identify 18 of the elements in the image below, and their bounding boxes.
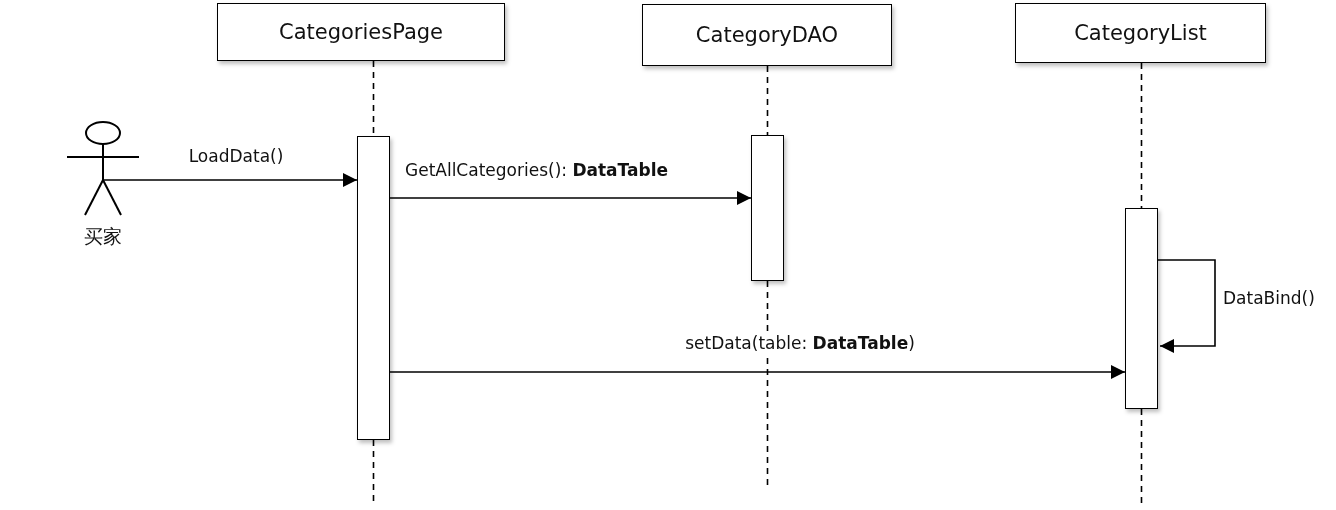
activation-bar bbox=[357, 136, 390, 440]
message-label: DataBind() bbox=[1221, 288, 1317, 308]
lifeline bbox=[372, 439, 375, 504]
message-label: GetAllCategories(): DataTable bbox=[403, 160, 670, 180]
lifeline-header-box: CategoriesPage bbox=[217, 3, 505, 61]
lifeline bbox=[766, 65, 769, 136]
lifeline bbox=[1140, 62, 1143, 209]
self-message-arrow bbox=[1157, 259, 1216, 353]
lifeline bbox=[1140, 408, 1143, 504]
activation-bar bbox=[751, 135, 784, 281]
message-arrow bbox=[389, 191, 752, 205]
message-label: setData(table: DataTable) bbox=[683, 333, 917, 353]
lifeline-header-box: CategoryList bbox=[1015, 3, 1266, 63]
activation-bar bbox=[1125, 208, 1158, 409]
lifeline-header-box: CategoryDAO bbox=[642, 4, 892, 66]
message-arrow bbox=[389, 365, 1126, 379]
actor-name: 买家 bbox=[84, 224, 122, 249]
message-arrow bbox=[102, 173, 358, 187]
